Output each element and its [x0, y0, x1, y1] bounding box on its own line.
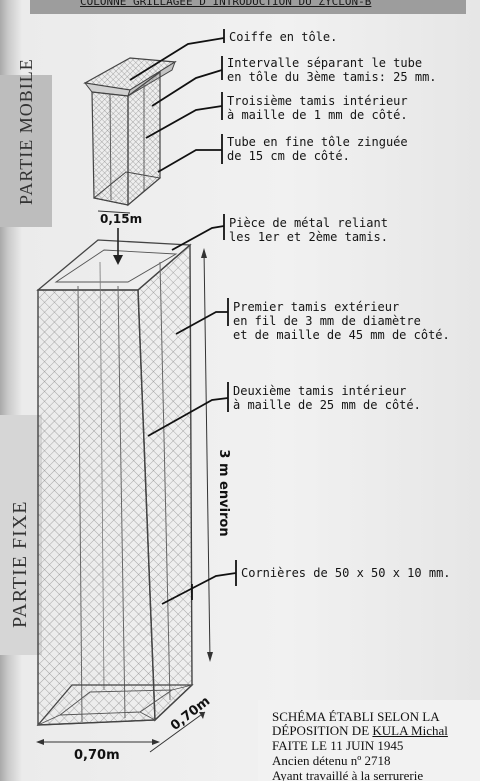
caption-line-2: DÉPOSITION DE KULA Michal [272, 723, 448, 738]
label-tube: Tube en fine tôle zinguée de 15 cm de cô… [227, 135, 408, 163]
caption-box: SCHÉMA ÉTABLI SELON LA DÉPOSITION DE KUL… [258, 700, 480, 781]
label-deuxieme-tamis: Deuxième tamis intérieur à maille de 25 … [233, 384, 421, 412]
label-premier-tamis: Premier tamis extérieur en fil de 3 mm d… [233, 300, 450, 342]
mobile-band [0, 75, 52, 227]
label-cornieres: Cornières de 50 x 50 x 10 mm. [241, 566, 451, 580]
dim-base-width: 0,70m [74, 748, 120, 763]
caption-line-5: Ayant travaillé à la serrurerie [272, 768, 424, 781]
caption-line-1: SCHÉMA ÉTABLI SELON LA [272, 709, 440, 724]
title-band: COLONNE GRILLAGÉE D'INTRODUCTION DU ZYCL… [30, 0, 466, 14]
fixed-part [36, 228, 194, 726]
caption-line-3: FAITE LE 11 JUIN 1945 [272, 738, 404, 753]
dim-height: 3 m environ [216, 449, 231, 537]
fixe-band [0, 415, 42, 655]
mobile-part [83, 57, 177, 214]
caption-line-4: Ancien détenu nº 2718 [272, 753, 391, 768]
leader-lines [129, 29, 237, 605]
caption-name: KULA Michal [372, 723, 448, 738]
section-mobile: PARTIE MOBILE [16, 58, 36, 205]
label-troisieme-tamis: Troisième tamis intérieur à maille de 1 … [227, 94, 408, 122]
label-intervalle: Intervalle séparant le tube en tôle du 3… [227, 56, 437, 84]
diagram-title: COLONNE GRILLAGÉE D'INTRODUCTION DU ZYCL… [80, 0, 372, 8]
section-fixe: PARTIE FIXE [9, 500, 31, 628]
label-piece-metal: Pièce de métal reliant les 1er et 2ème t… [229, 216, 388, 244]
label-coiffe: Coiffe en tôle. [229, 30, 338, 44]
dim-mobile-width: 0,15m [100, 212, 143, 226]
